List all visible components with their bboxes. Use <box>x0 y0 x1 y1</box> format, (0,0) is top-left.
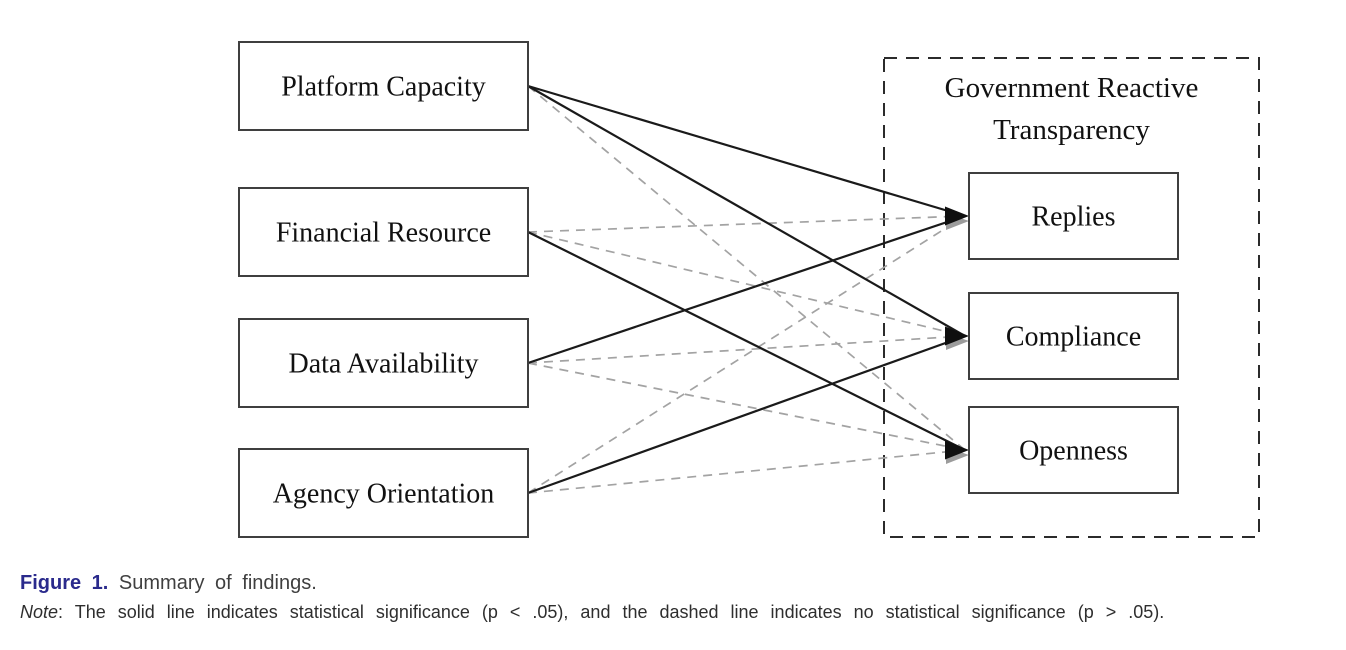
node-financial-resource: Financial Resource <box>238 187 529 277</box>
node-label-openness: Openness <box>1019 436 1128 467</box>
note-text: : The solid line indicates statistical s… <box>58 602 1165 622</box>
group-box-government-reactive-transparency <box>883 57 1260 538</box>
figure-label: Figure 1. <box>20 572 109 594</box>
figure-caption: Figure 1. Summary of findings. Note: The… <box>20 570 1336 624</box>
node-openness: Openness <box>968 406 1179 494</box>
edge-agency-orientation-to-openness-dashed <box>527 449 966 494</box>
node-agency-orientation: Agency Orientation <box>238 448 529 538</box>
group-title-line1: Government Reactive <box>945 72 1199 104</box>
node-platform-capacity: Platform Capacity <box>238 41 529 131</box>
edge-agency-orientation-to-compliance-solid <box>527 334 966 495</box>
node-label-data-availability: Data Availability <box>289 349 479 380</box>
edge-platform-capacity-to-replies-solid <box>527 84 966 218</box>
node-box-agency-orientation <box>238 448 529 538</box>
node-label-platform-capacity: Platform Capacity <box>281 72 486 103</box>
edge-agency-orientation-to-replies-dashed <box>527 215 966 494</box>
figure-caption-line: Figure 1. Summary of findings. <box>20 570 1336 597</box>
node-box-replies <box>968 172 1179 260</box>
node-box-data-availability <box>238 318 529 408</box>
arrowhead-openness <box>945 440 969 460</box>
edge-data-availability-to-replies-solid <box>527 214 966 365</box>
node-box-openness <box>968 406 1179 494</box>
edge-platform-capacity-to-openness-dashed <box>527 85 966 451</box>
figure-note-line: Note: The solid line indicates statistic… <box>20 600 1336 624</box>
edge-financial-resource-to-compliance-dashed <box>527 231 966 337</box>
node-label-replies: Replies <box>1032 202 1116 233</box>
edge-financial-resource-to-replies-dashed <box>527 215 966 233</box>
edge-financial-resource-to-openness-solid <box>527 231 966 451</box>
node-box-financial-resource <box>238 187 529 277</box>
edge-data-availability-to-compliance-dashed <box>527 335 966 364</box>
edge-data-availability-to-openness-dashed <box>527 362 966 451</box>
node-label-compliance: Compliance <box>1006 322 1141 353</box>
node-compliance: Compliance <box>968 292 1179 380</box>
arrowhead-compliance <box>945 326 969 346</box>
figure-title-text: Summary of findings. <box>118 572 317 594</box>
note-label: Note <box>20 602 59 622</box>
arrowhead-replies <box>945 206 969 226</box>
group-title-line2: Transparency <box>993 114 1150 146</box>
node-replies: Replies <box>968 172 1179 260</box>
node-label-agency-orientation: Agency Orientation <box>273 479 495 510</box>
edge-platform-capacity-to-compliance-solid <box>527 85 966 337</box>
node-label-financial-resource: Financial Resource <box>276 218 491 249</box>
node-box-compliance <box>968 292 1179 380</box>
node-box-platform-capacity <box>238 41 529 131</box>
node-data-availability: Data Availability <box>238 318 529 408</box>
